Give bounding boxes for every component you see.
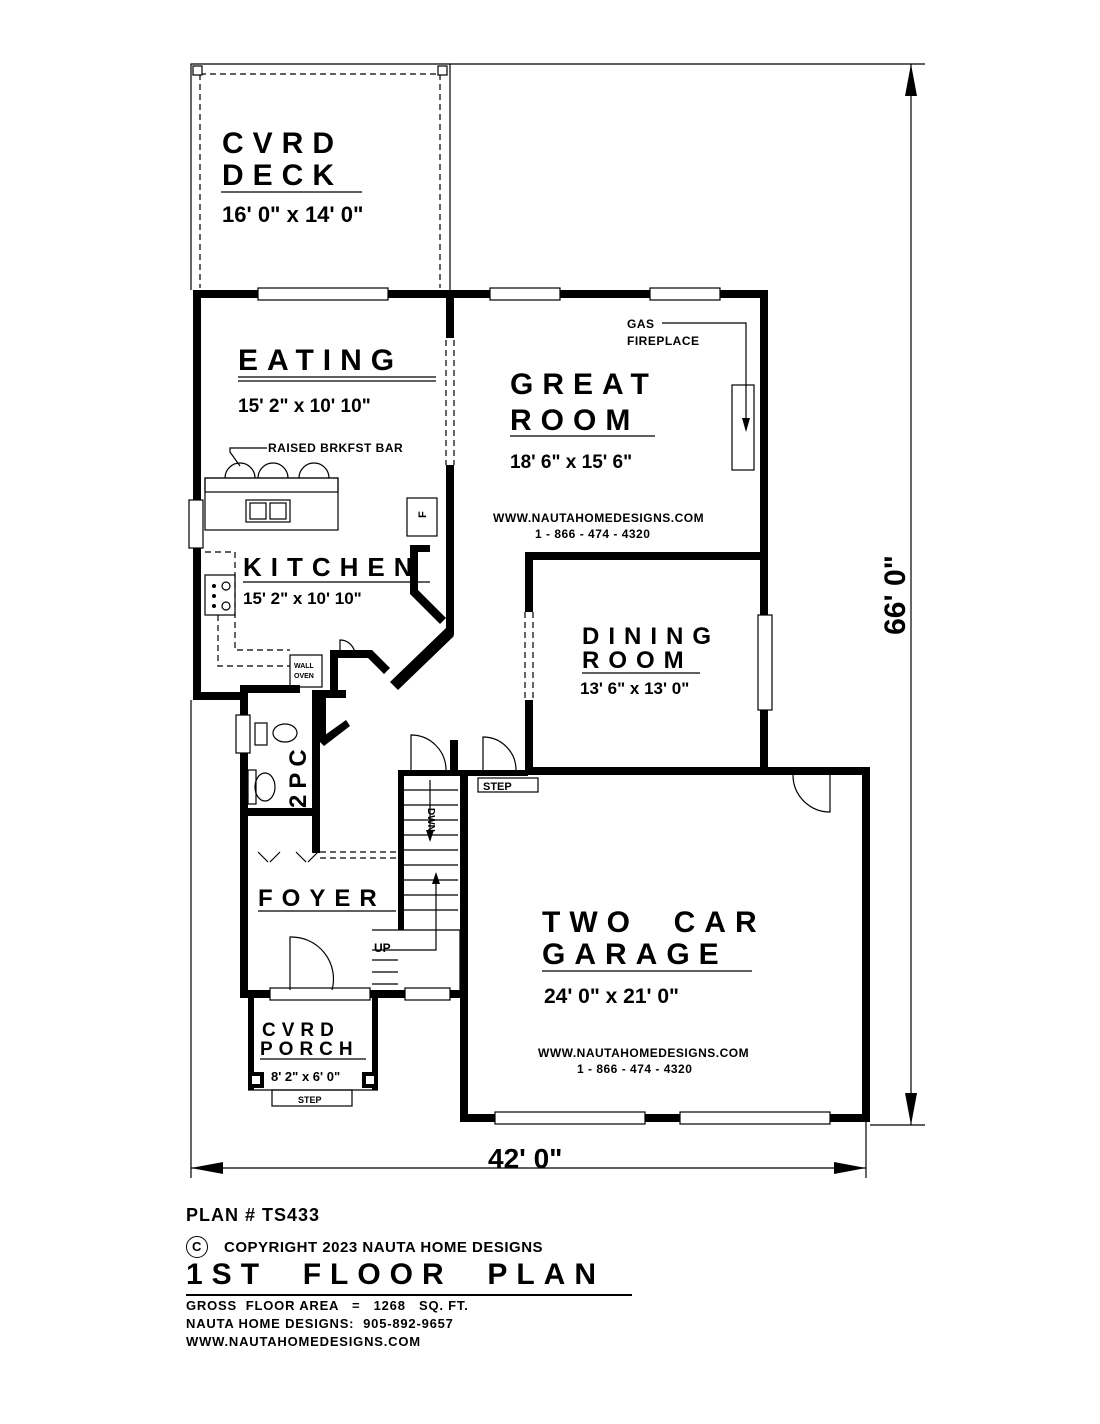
wall-oven-label-2: OVEN xyxy=(294,673,314,680)
overall-width: 42' 0" xyxy=(488,1143,562,1174)
porch-step-label: STEP xyxy=(298,1095,322,1105)
copyright-line: C COPYRIGHT 2023 NAUTA HOME DESIGNS xyxy=(186,1236,543,1258)
eating-size: 15' 2" x 10' 10" xyxy=(238,396,371,417)
gas-fireplace: GAS FIREPLACE xyxy=(627,317,755,471)
foyer: FOYER xyxy=(258,885,396,912)
dining-title-line1: DINING xyxy=(582,623,720,650)
great-room-title-line1: GREAT xyxy=(510,368,658,401)
powder-room-label: 2PC xyxy=(285,743,312,808)
garage-watermark-phone: 1 - 866 - 474 - 4320 xyxy=(577,1062,692,1076)
covered-deck: CVRD DECK 16' 0" x 14' 0" xyxy=(190,63,451,290)
copyright-icon: C xyxy=(186,1236,208,1258)
dining-room: DINING ROOM 13' 6" x 13' 0" xyxy=(580,623,720,698)
deck-title-line2: DECK xyxy=(222,159,343,192)
overall-dimensions: 42' 0" 66' 0" xyxy=(190,63,925,1178)
gross-floor-area: GROSS FLOOR AREA = 1268 SQ. FT. xyxy=(186,1298,469,1313)
fireplace-label: FIREPLACE xyxy=(627,334,700,348)
garage: STEP TWO CAR GARAGE 24' 0" x 21' 0" WWW.… xyxy=(477,777,766,1076)
kitchen-fixtures: WALL OVEN F xyxy=(204,447,438,688)
company-website: WWW.NAUTAHOMEDESIGNS.COM xyxy=(186,1334,421,1349)
company-phone: NAUTA HOME DESIGNS: 905-892-9657 xyxy=(186,1316,454,1331)
porch-title-line1: CVRD xyxy=(262,1020,340,1041)
fridge-label: F xyxy=(417,511,429,518)
plan-number: PLAN # TS433 xyxy=(186,1205,321,1225)
kitchen: KITCHEN 15' 2" x 10' 10" xyxy=(243,552,430,608)
plan-title: 1ST FLOOR PLAN xyxy=(186,1258,632,1296)
kitchen-size: 15' 2" x 10' 10" xyxy=(243,589,362,608)
garage-title-line2: GARAGE xyxy=(542,938,728,971)
great-room-size: 18' 6" x 15' 6" xyxy=(510,452,632,473)
gas-label: GAS xyxy=(627,317,655,331)
great-room-watermark-phone: 1 - 866 - 474 - 4320 xyxy=(535,527,650,541)
covered-porch: STEP CVRD PORCH 8' 2" x 6' 0" xyxy=(248,998,378,1107)
great-room-title-line2: ROOM xyxy=(510,404,639,437)
dining-title-line2: ROOM xyxy=(582,647,693,674)
interior-walls xyxy=(240,298,768,930)
overall-depth: 66' 0" xyxy=(879,555,912,635)
stair-up-label: UP xyxy=(374,941,391,955)
windows xyxy=(188,287,831,1125)
garage-step-label: STEP xyxy=(483,781,512,793)
porch-size: 8' 2" x 6' 0" xyxy=(271,1069,340,1084)
garage-watermark-url: WWW.NAUTAHOMEDESIGNS.COM xyxy=(538,1046,749,1060)
stair-down-label: DWN xyxy=(425,808,436,832)
deck-title-line1: CVRD xyxy=(222,127,343,160)
breakfast-bar-label: RAISED BRKFST BAR xyxy=(268,441,403,455)
garage-size: 24' 0" x 21' 0" xyxy=(544,985,679,1008)
dining-size: 13' 6" x 13' 0" xyxy=(580,679,689,698)
deck-size: 16' 0" x 14' 0" xyxy=(222,202,363,227)
powder-fixtures: 2PC xyxy=(247,722,312,808)
great-room: GREAT ROOM 18' 6" x 15' 6" WWW.NAUTAHOME… xyxy=(493,368,704,541)
stairs: DWN UP xyxy=(372,780,461,990)
copyright-text: COPYRIGHT 2023 NAUTA HOME DESIGNS xyxy=(224,1238,544,1256)
garage-title-line1: TWO CAR xyxy=(542,906,766,939)
great-room-watermark-url: WWW.NAUTAHOMEDESIGNS.COM xyxy=(493,511,704,525)
door-swings xyxy=(257,639,831,991)
wall-oven-label-1: WALL xyxy=(294,663,315,670)
porch-title-line2: PORCH xyxy=(260,1039,359,1060)
eating-area: EATING 15' 2" x 10' 10" RAISED BRKFST BA… xyxy=(238,344,436,455)
eating-title: EATING xyxy=(238,344,403,377)
kitchen-title: KITCHEN xyxy=(243,552,422,582)
foyer-title: FOYER xyxy=(258,885,386,912)
